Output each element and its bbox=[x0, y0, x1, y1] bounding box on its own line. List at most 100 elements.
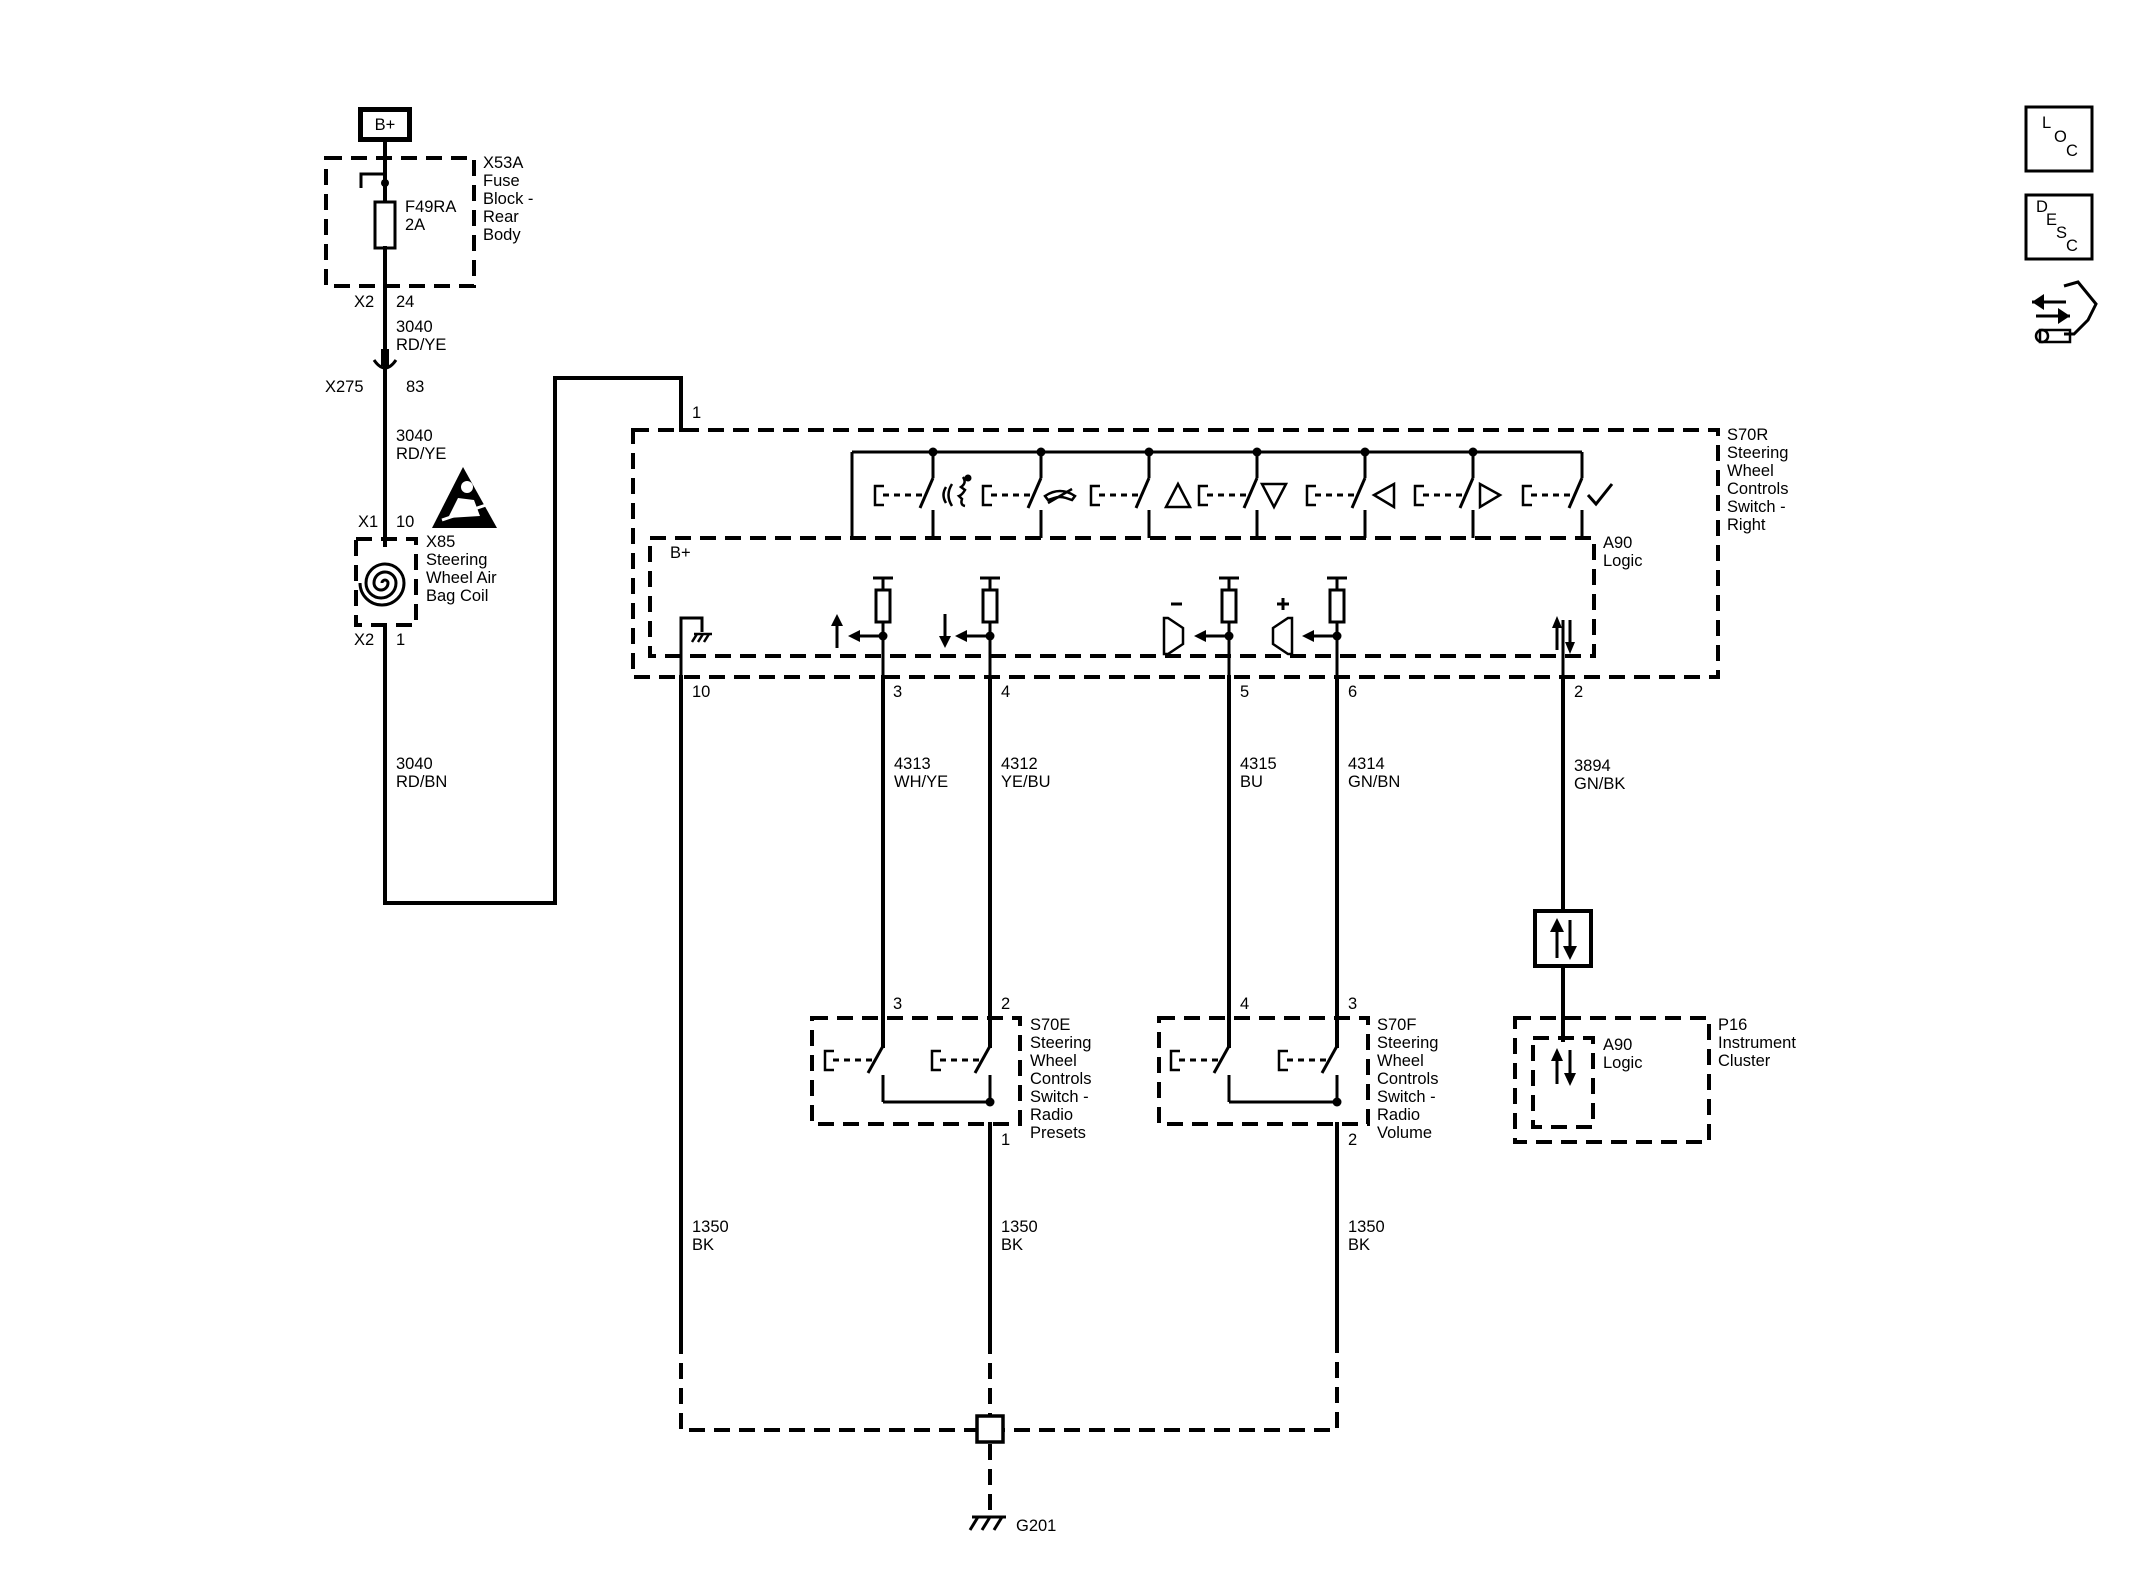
coil-pin-out: 1 bbox=[396, 631, 405, 649]
s70f-switches bbox=[1169, 1016, 1342, 1107]
wire-3040-rd-bn bbox=[383, 376, 683, 905]
desc-letter-4: C bbox=[2066, 237, 2078, 255]
x275-pin: 83 bbox=[406, 378, 424, 396]
s70r-logic-labels: B+ A90 Logic bbox=[670, 534, 1642, 570]
volume-up-icon bbox=[1271, 598, 1294, 656]
s70r-switch-phone bbox=[981, 452, 1043, 538]
coil-pin-in: 10 bbox=[396, 513, 414, 531]
arrow-down-icon bbox=[939, 614, 951, 648]
coil-connector-in: X1 bbox=[358, 513, 378, 531]
s70f-pin-gnd: 2 bbox=[1348, 1131, 1357, 1149]
fuse-rating: 2A bbox=[405, 216, 425, 234]
p16-name-2: Cluster bbox=[1718, 1052, 1771, 1070]
s70r-switch-voice bbox=[873, 452, 935, 538]
g1-circuit: 1350 bbox=[692, 1218, 729, 1236]
s70r-pin-ground: 10 bbox=[692, 683, 710, 701]
data-link-icon-s70r bbox=[1552, 616, 1575, 677]
fuse-block-name-2: Block - bbox=[483, 190, 533, 208]
wire-3040-a-label: 3040 RD/YE bbox=[396, 318, 446, 354]
loc-letter-3: C bbox=[2066, 142, 2078, 160]
triangle-left-icon bbox=[1371, 481, 1396, 510]
coil-name-2: Wheel Air bbox=[426, 569, 497, 587]
pullup-seek-down bbox=[955, 576, 1000, 677]
loc-letter-2: O bbox=[2054, 128, 2067, 146]
triangle-right-icon bbox=[1478, 481, 1503, 510]
arrow-up-icon bbox=[831, 614, 843, 648]
wire-3040-b-circuit: 3040 bbox=[396, 427, 433, 445]
s70e-pin-b: 2 bbox=[1001, 995, 1010, 1013]
w4314-color: GN/BN bbox=[1348, 773, 1400, 791]
g3-circuit: 1350 bbox=[1348, 1218, 1385, 1236]
splice-pack bbox=[975, 1414, 1005, 1444]
ground-g201-icon bbox=[968, 1515, 1006, 1531]
s70r-pin-labels: 10 3 4 5 6 2 bbox=[692, 683, 1583, 701]
s70r-switch-down bbox=[1197, 452, 1259, 538]
g1-color: BK bbox=[692, 1236, 714, 1254]
pullup-seek-up bbox=[848, 576, 893, 677]
s70f-pin-b: 3 bbox=[1348, 995, 1357, 1013]
s70e-name-6: Presets bbox=[1030, 1124, 1086, 1142]
s70r-pin-vol-up: 6 bbox=[1348, 683, 1357, 701]
p16-name-1: Instrument bbox=[1718, 1034, 1796, 1052]
g2-color: BK bbox=[1001, 1236, 1023, 1254]
desc-letter-1: D bbox=[2036, 198, 2048, 216]
s70r-switch-select bbox=[1521, 452, 1584, 538]
location-button[interactable]: L O C bbox=[2024, 105, 2097, 176]
w4313-circuit: 4313 bbox=[894, 755, 931, 773]
s70r-name-2: Wheel bbox=[1727, 462, 1774, 480]
s70e-labels: S70E Steering Wheel Controls Switch - Ra… bbox=[1030, 1016, 1091, 1142]
fuse-block-outline bbox=[324, 156, 476, 288]
checkmark-icon bbox=[1586, 483, 1614, 507]
volume-down-icon bbox=[1162, 602, 1185, 656]
w3894-circuit: 3894 bbox=[1574, 757, 1611, 775]
s70r-pin-seek-down: 4 bbox=[1001, 683, 1010, 701]
p16-ref: P16 bbox=[1718, 1016, 1747, 1034]
fuse-block-ref: X53A bbox=[483, 154, 523, 172]
s70r-labels: 1 S70R Steering Wheel Controls Switch - … bbox=[692, 404, 1788, 534]
ground-wire-labels: 1350 BK 1350 BK 1350 BK bbox=[692, 1218, 1385, 1254]
s70e-name-1: Steering bbox=[1030, 1034, 1091, 1052]
wire-3040-a-color: RD/YE bbox=[396, 336, 446, 354]
wire-3040-b-color: RD/YE bbox=[396, 445, 446, 463]
p16-logic-ref: A90 bbox=[1603, 1036, 1632, 1054]
p16-outline bbox=[1513, 1016, 1711, 1144]
inline-connector-x275: X275 83 bbox=[325, 349, 424, 396]
w4315-color: BU bbox=[1240, 773, 1263, 791]
s70f-ref: S70F bbox=[1377, 1016, 1416, 1034]
s70r-pin-supply: 1 bbox=[692, 404, 701, 422]
fuse-block-name-1: Fuse bbox=[483, 172, 520, 190]
connector-repair-icon[interactable] bbox=[2032, 280, 2098, 344]
s70f-labels: S70F Steering Wheel Controls Switch - Ra… bbox=[1377, 1016, 1438, 1142]
s70r-pin-data: 2 bbox=[1574, 683, 1583, 701]
s70f-name-4: Switch - bbox=[1377, 1088, 1436, 1106]
s70e-outline bbox=[810, 1016, 1022, 1126]
s70r-outline bbox=[631, 428, 1720, 679]
s70r-logic-ref: A90 bbox=[1603, 534, 1632, 552]
pullup-vol-up bbox=[1302, 576, 1347, 677]
s70r-pin-vol-down: 5 bbox=[1240, 683, 1249, 701]
voice-command-icon bbox=[942, 474, 972, 508]
s70e-name-2: Wheel bbox=[1030, 1052, 1077, 1070]
airbag-coil-labels: X1 10 X85 Steering Wheel Air Bag Coil X2… bbox=[354, 513, 497, 649]
coil-connector-out: X2 bbox=[354, 631, 374, 649]
s70f-name-6: Volume bbox=[1377, 1124, 1432, 1142]
phone-end-call-icon bbox=[1043, 487, 1077, 505]
fuse-block-name-4: Body bbox=[483, 226, 521, 244]
s70f-name-2: Wheel bbox=[1377, 1052, 1424, 1070]
ground-splice-dashed bbox=[679, 1338, 1339, 1515]
s70e-name-5: Radio bbox=[1030, 1106, 1073, 1124]
desc-letter-2: E bbox=[2046, 211, 2057, 229]
fuse-block-labels: X53A Fuse Block - Rear Body F49RA 2A X2 … bbox=[354, 154, 533, 311]
fuse-block-pin: 24 bbox=[396, 293, 414, 311]
s70r-internal-ground bbox=[679, 616, 712, 677]
fuse-block-name-3: Rear bbox=[483, 208, 519, 226]
clockspring-coil-icon bbox=[358, 562, 406, 607]
coil-name-1: Steering bbox=[426, 551, 487, 569]
airbag-warning-icon bbox=[432, 467, 497, 528]
wire-labels: 4313 WH/YE 4312 YE/BU 4315 BU 4314 GN/BN… bbox=[894, 755, 1625, 793]
p16-logic-label: Logic bbox=[1603, 1054, 1642, 1072]
g3-color: BK bbox=[1348, 1236, 1370, 1254]
description-button[interactable]: D E S C bbox=[2024, 193, 2094, 261]
s70r-ref: S70R bbox=[1727, 426, 1768, 444]
